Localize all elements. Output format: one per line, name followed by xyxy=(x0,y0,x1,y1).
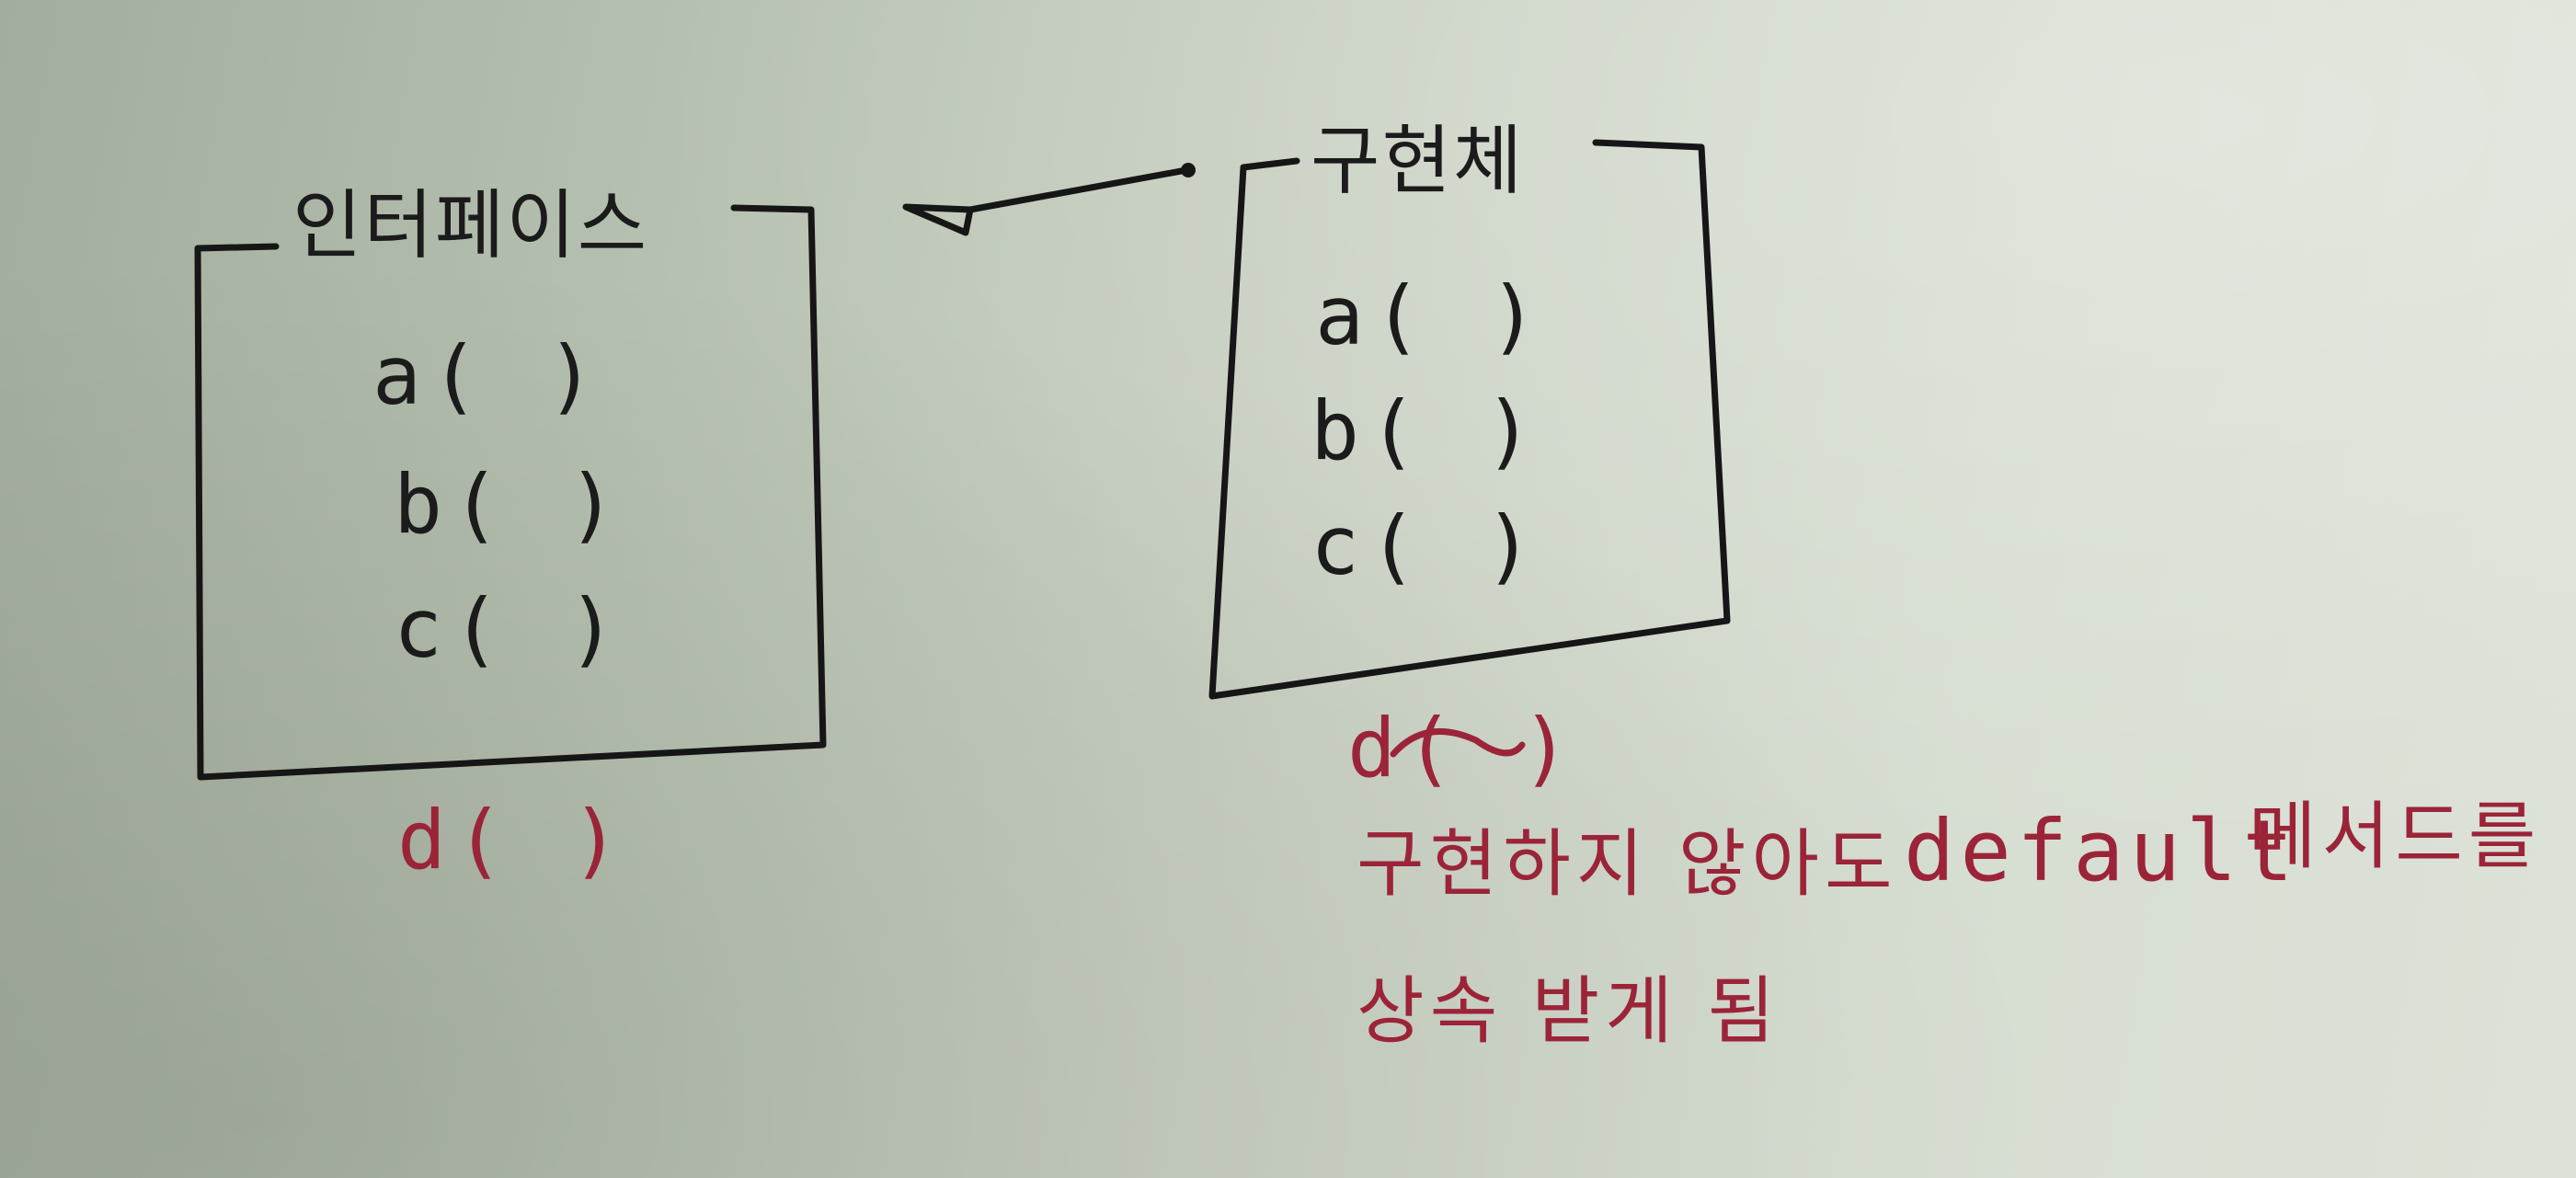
note-line1-korean-start: 구현하지 않아도 xyxy=(1357,821,1898,907)
d-method-strike xyxy=(1390,727,1526,758)
implementation-method-b: b( ) xyxy=(1311,383,1542,478)
implementation-box-frame xyxy=(1208,139,1731,700)
interface-method-d: d( ) xyxy=(397,793,629,887)
implementation-method-d: d( ) xyxy=(1347,701,1579,795)
note-line2: 상속 받게 됨 xyxy=(1357,968,1780,1054)
interface-method-c: c( ) xyxy=(394,581,625,676)
inheritance-arrow-head xyxy=(902,203,974,236)
interface-title: 인터페이스 xyxy=(292,182,649,269)
interface-box-frame xyxy=(194,204,827,781)
arrow-start-dot xyxy=(1181,163,1196,177)
note-line1-korean-end: 메서드를 xyxy=(2249,794,2542,879)
note-line1-default-keyword: default xyxy=(1904,802,2299,900)
interface-method-b: b( ) xyxy=(394,457,625,552)
implementation-title: 구현체 xyxy=(1311,118,1525,205)
implementation-method-a: a( ) xyxy=(1315,269,1547,363)
inheritance-arrow-line xyxy=(967,166,1190,213)
implementation-method-c: c( ) xyxy=(1311,498,1542,593)
interface-method-a: a( ) xyxy=(372,328,604,423)
